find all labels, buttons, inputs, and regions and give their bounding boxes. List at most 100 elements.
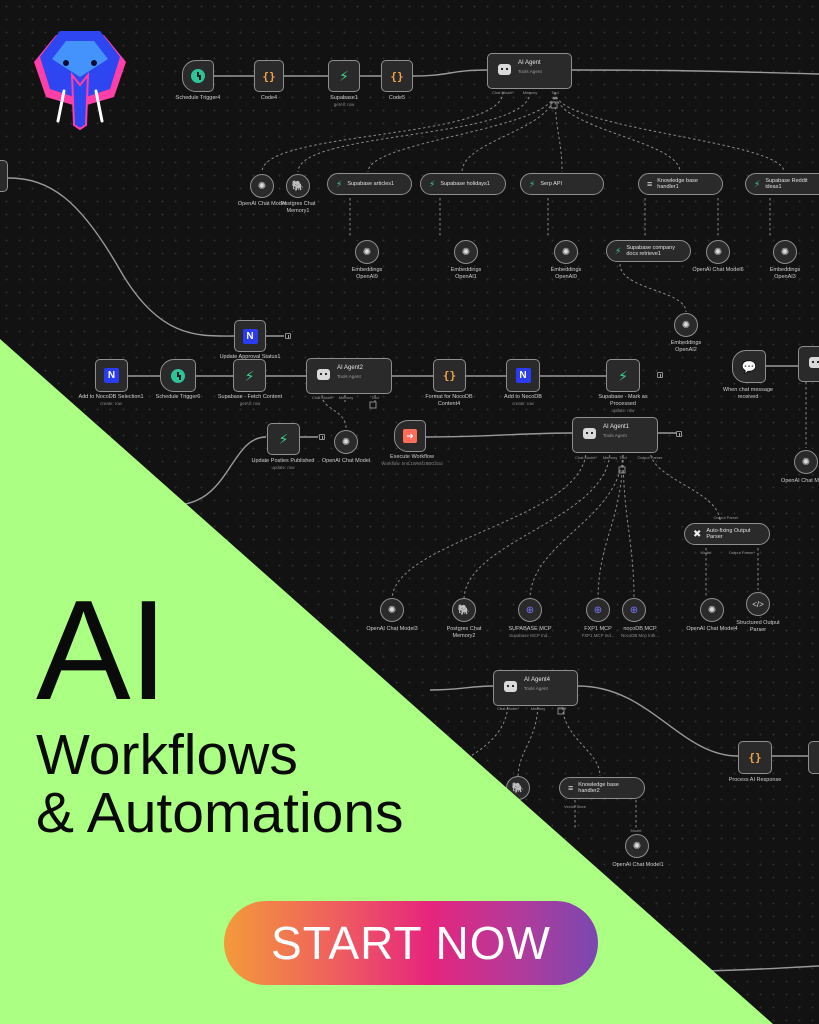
code5-node[interactable]: {} xyxy=(381,60,413,92)
embeddings-node-5[interactable]: ✺ xyxy=(674,313,698,337)
openai-icon: ✺ xyxy=(707,604,717,616)
headline: AI Workflows & Automations xyxy=(36,571,404,843)
schedule-trigger-node[interactable] xyxy=(182,60,214,92)
tool-supabase-articles[interactable]: ⚡Supabase articles1 xyxy=(327,173,412,195)
port-vector-store: Vector Store xyxy=(563,804,587,809)
openai-icon: ✺ xyxy=(801,456,811,468)
schedule-trigger6-label: Schedule Trigger6 xyxy=(155,394,201,400)
update-approval-status-node[interactable]: N xyxy=(234,320,266,352)
embeddings-node-2[interactable]: ✺ xyxy=(454,240,478,264)
code-brackets-icon: </> xyxy=(752,599,764,609)
format-nocodb-node[interactable]: {} xyxy=(433,359,466,392)
openai-chat-model1-label: OpenAI Chat Model1 xyxy=(612,862,664,868)
headline-line-1: Workflows xyxy=(36,723,298,787)
nocodb-icon: N xyxy=(104,368,119,383)
port-tool: Tool xyxy=(619,455,627,460)
robot-icon xyxy=(504,681,517,692)
openai-chat-model-node-2[interactable]: ✺ xyxy=(334,430,358,454)
add-node-plus[interactable] xyxy=(319,434,325,440)
supabase1-node[interactable]: ⚡ xyxy=(328,60,360,92)
supabase-company-docs[interactable]: ⚡Supabase company docs retrieve1 xyxy=(606,240,691,262)
memory-node-row4[interactable]: 🐘 xyxy=(506,776,530,800)
process-ai-response-node[interactable]: {} xyxy=(738,741,772,774)
robot-icon xyxy=(809,357,819,368)
partial-right-agent[interactable] xyxy=(798,346,819,382)
openai-chat-model4-node[interactable]: ✺ xyxy=(700,598,724,622)
supabase-icon: ⚡ xyxy=(615,245,622,256)
robot-icon xyxy=(317,369,330,380)
openai-icon: ✺ xyxy=(362,246,372,258)
code4-label: Code4 xyxy=(260,95,278,101)
tool-knowledge-base[interactable]: ≡Knowledge base handler1 xyxy=(638,173,723,195)
openai-chat-model-label: OpenAI Chat Model xyxy=(237,201,287,207)
port-tool: Tool xyxy=(551,90,559,95)
add-node-plus[interactable] xyxy=(285,333,291,339)
supabase-mcp-node[interactable]: ⊕ xyxy=(518,598,542,622)
embeddings-label-1: Embeddings OpenAI9 xyxy=(351,267,383,280)
embeddings-node-3[interactable]: ✺ xyxy=(554,240,578,264)
postgres-icon: 🐘 xyxy=(291,180,305,192)
ai-agent4-node[interactable]: AI Agent4 Tools Agent xyxy=(493,670,578,706)
ai-agent2-node[interactable]: AI Agent2 Tools Agent xyxy=(306,358,392,394)
supabase-icon: ⚡ xyxy=(278,431,289,447)
start-now-label: START NOW xyxy=(271,917,551,969)
execute-workflow-node[interactable]: ➜ xyxy=(394,420,426,452)
partial-right-node[interactable] xyxy=(808,741,819,774)
openai-icon: ✺ xyxy=(561,246,571,258)
code-icon: {} xyxy=(442,369,457,382)
embeddings-label-3: Embeddings OpenAI0 xyxy=(550,267,582,280)
supabase-mark-processed-node[interactable]: ⚡ xyxy=(606,359,640,392)
postgres-memory-node[interactable]: 🐘 xyxy=(286,174,310,198)
code-icon: {} xyxy=(262,69,276,83)
ai-agent-node[interactable]: AI Agent Tools Agent xyxy=(487,53,572,89)
openai-chat-model-label-2: OpenAI Chat Model xyxy=(321,458,371,464)
port-output-parser: Output Parser xyxy=(637,455,663,460)
tool-serp-api[interactable]: ⚡Serp API xyxy=(520,173,604,195)
headline-ai: AI xyxy=(36,571,168,730)
add-nocodb-node[interactable]: N xyxy=(506,359,540,392)
database-icon: ≡ xyxy=(647,179,653,189)
auto-fixing-parser-node[interactable]: ✖Auto-fixing Output Parser xyxy=(684,523,770,545)
port-chat-model: Chat Model* xyxy=(311,395,335,400)
add-nocodb-selection-node[interactable]: N xyxy=(95,359,128,392)
add-node-plus[interactable] xyxy=(676,431,682,437)
parser-icon: ✖ xyxy=(693,528,702,540)
structured-parser-node[interactable]: </> xyxy=(746,592,770,616)
code-icon: {} xyxy=(748,751,762,764)
port-output-parser: Output Parser* xyxy=(728,550,756,555)
port-model: Model xyxy=(630,828,642,833)
openai-chat-model1-node[interactable]: ✺ xyxy=(625,834,649,858)
add-node-plus[interactable] xyxy=(657,372,663,378)
tool-supabase-reddit[interactable]: ⚡Supabase Reddit ideas1 xyxy=(745,173,819,195)
port-tool: Tool xyxy=(558,706,566,711)
postgres-memory-label: Postgres Chat Memory1 xyxy=(280,201,316,214)
update-posties-node[interactable]: ⚡ xyxy=(267,423,300,455)
chat-trigger-node[interactable]: 💬 xyxy=(732,350,766,383)
code-icon: {} xyxy=(390,69,404,83)
code4-node[interactable]: {} xyxy=(254,60,284,92)
embeddings-node-4[interactable]: ✺ xyxy=(773,240,797,264)
postgres-memory2-node[interactable]: 🐘 xyxy=(452,598,476,622)
partial-left-node[interactable] xyxy=(0,160,8,192)
openai-chat-model6-node[interactable]: ✺ xyxy=(706,240,730,264)
start-now-button[interactable]: START NOW xyxy=(224,901,598,985)
supabase-icon: ⚡ xyxy=(529,178,536,189)
knowledge-base-handler2-node[interactable]: ≡Knowledge base handler2 xyxy=(559,777,645,799)
ai-agent1-node[interactable]: AI Agent1 Tools Agent xyxy=(572,417,658,453)
embeddings-label-5: Embeddings OpenAI2 xyxy=(670,340,702,353)
openai-chat-model-node[interactable]: ✺ xyxy=(250,174,274,198)
schedule-trigger-label: Schedule Trigger4 xyxy=(175,95,221,101)
openai-chat-right-node[interactable]: ✺ xyxy=(794,450,818,474)
fxp-mcp-node[interactable]: ⊕ xyxy=(586,598,610,622)
embeddings-node-1[interactable]: ✺ xyxy=(355,240,379,264)
chat-icon: 💬 xyxy=(741,359,757,374)
nocodb-mcp-node[interactable]: ⊕ xyxy=(622,598,646,622)
tool-supabase-holidays[interactable]: ⚡Supabase holidays1 xyxy=(420,173,506,195)
supabase-fetch-node[interactable]: ⚡ xyxy=(233,359,266,392)
schedule-trigger6-node[interactable] xyxy=(160,359,196,392)
